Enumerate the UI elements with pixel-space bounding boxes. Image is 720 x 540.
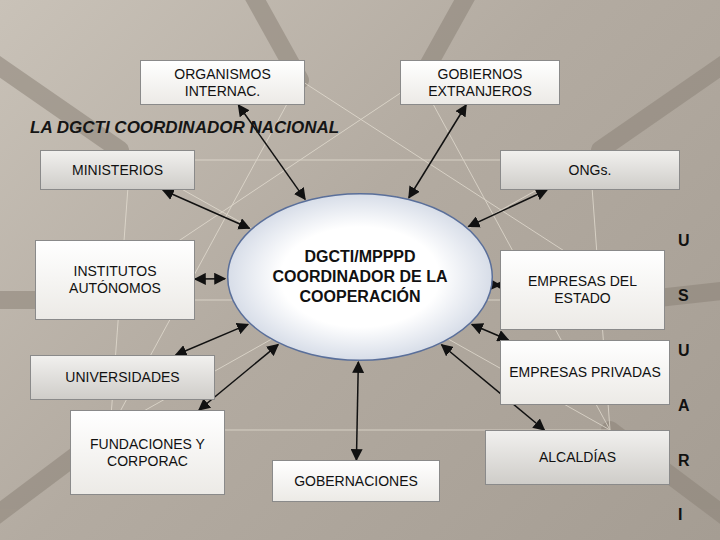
node-text: ALCALDÍAS <box>539 449 616 466</box>
double-arrow <box>195 278 225 280</box>
node-text: FUNDACIONES Y CORPORAC <box>79 436 216 470</box>
side-letter: I <box>678 506 682 524</box>
entity-box: ALCALDÍAS <box>485 430 670 485</box>
double-arrow <box>469 190 547 226</box>
coordinator-ellipse: DGCTI/MPPPD COORDINADOR DE LA COOPERACIÓ… <box>225 192 495 362</box>
entity-box: INSTITUTOS AUTÓNOMOS <box>35 240 195 320</box>
side-letter: U <box>678 342 690 360</box>
node-text: ONGs. <box>569 162 612 179</box>
entity-box: ORGANISMOS INTERNAC. <box>140 60 305 105</box>
node-text: ORGANISMOS INTERNAC. <box>149 66 296 100</box>
node-text: EMPRESAS PRIVADAS <box>509 364 660 381</box>
node-text: MINISTERIOS <box>72 162 163 179</box>
node-text: EMPRESAS DEL ESTADO <box>509 273 656 307</box>
entity-box: GOBIERNOS EXTRANJEROS <box>400 60 560 105</box>
node-text: GOBERNACIONES <box>294 473 418 490</box>
node-text: INSTITUTOS AUTÓNOMOS <box>44 263 186 297</box>
node-text: GOBIERNOS EXTRANJEROS <box>409 66 551 100</box>
diagram-title: LA DGCTI COORDINADOR NACIONAL <box>30 118 339 138</box>
double-arrow <box>176 324 248 355</box>
entity-box: UNIVERSIDADES <box>30 355 215 400</box>
side-letter: U <box>678 232 690 250</box>
entity-box: GOBERNACIONES <box>272 460 440 502</box>
entity-box: EMPRESAS DEL ESTADO <box>500 250 665 330</box>
entity-box: EMPRESAS PRIVADAS <box>500 340 670 405</box>
entity-box: MINISTERIOS <box>40 150 195 190</box>
double-arrow <box>356 362 358 460</box>
side-letter: A <box>678 397 690 415</box>
side-letter: S <box>678 287 689 305</box>
node-text: UNIVERSIDADES <box>65 369 179 386</box>
node-text: DGCTI/MPPPD COORDINADOR DE LA COOPERACIÓ… <box>265 247 455 307</box>
entity-box: FUNDACIONES Y CORPORAC <box>70 410 225 495</box>
double-arrow <box>163 190 250 228</box>
entity-box: ONGs. <box>500 150 680 190</box>
side-letter: R <box>678 452 690 470</box>
double-arrow <box>409 105 466 198</box>
